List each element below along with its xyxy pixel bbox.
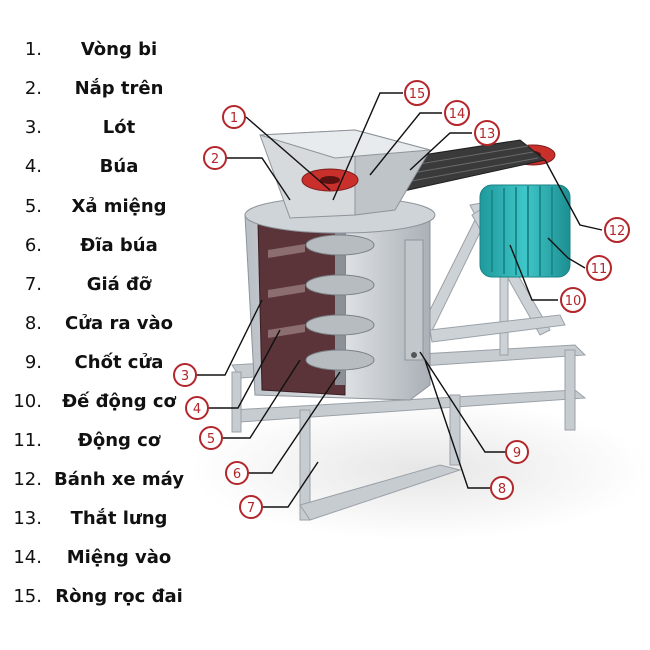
callout-5 bbox=[199, 426, 223, 450]
legend-number: 12. bbox=[13, 469, 42, 490]
callouts bbox=[173, 80, 630, 519]
callout-label-9: 9 bbox=[513, 446, 521, 461]
callout-13 bbox=[474, 120, 500, 146]
legend-number: 15. bbox=[13, 586, 42, 607]
legend-label: Cửa ra vào bbox=[65, 313, 173, 334]
callout-7 bbox=[239, 495, 263, 519]
legend-label: Đế động cơ bbox=[62, 391, 176, 412]
legend-item: 4. Búa bbox=[0, 154, 200, 180]
legend-number: 11. bbox=[13, 430, 42, 451]
callout-11 bbox=[586, 255, 612, 281]
legend-label: Động cơ bbox=[77, 430, 161, 451]
legend-number: 3. bbox=[24, 117, 42, 138]
callout-label-6: 6 bbox=[233, 467, 241, 482]
callout-12 bbox=[604, 217, 630, 243]
callout-6 bbox=[225, 461, 249, 485]
legend-number: 5. bbox=[24, 196, 42, 217]
legend-label: Chốt cửa bbox=[74, 352, 164, 373]
legend-number: 1. bbox=[24, 39, 42, 60]
legend-item: 13. Thắt lưng bbox=[0, 506, 200, 532]
legend-label: Giá đỡ bbox=[86, 274, 152, 295]
callout-1 bbox=[222, 105, 246, 129]
legend-item: 11. Động cơ bbox=[0, 428, 200, 454]
callout-14 bbox=[444, 100, 470, 126]
legend-item: 7. Giá đỡ bbox=[0, 272, 200, 298]
legend-number: 14. bbox=[13, 547, 42, 568]
callout-label-4: 4 bbox=[193, 402, 201, 417]
callout-4 bbox=[185, 396, 209, 420]
callout-2 bbox=[203, 146, 227, 170]
callout-label-14: 14 bbox=[449, 107, 466, 122]
callout-15 bbox=[404, 80, 430, 106]
legend-label: Xả miệng bbox=[71, 196, 167, 217]
legend-label: Đĩa búa bbox=[80, 235, 158, 256]
callout-label-10: 10 bbox=[565, 294, 582, 309]
callout-label-15: 15 bbox=[409, 87, 426, 102]
legend-item: 15. Ròng rọc đai bbox=[0, 584, 200, 610]
legend-label: Nắp trên bbox=[74, 78, 164, 99]
legend-item: 3. Lót bbox=[0, 115, 200, 141]
callout-label-7: 7 bbox=[247, 501, 255, 516]
legend-label: Lót bbox=[102, 117, 136, 138]
legend-item: 12. Bánh xe máy bbox=[0, 467, 200, 493]
callout-label-8: 8 bbox=[498, 482, 506, 497]
parts-legend: 1. Vòng bi 2. Nắp trên 3. Lót 4. Búa 5. Xả mi… bbox=[0, 0, 200, 650]
callout-label-2: 2 bbox=[211, 152, 219, 167]
callout-label-3: 3 bbox=[181, 369, 189, 384]
legend-label: Vòng bi bbox=[80, 39, 158, 60]
legend-item: 5. Xả miệng bbox=[0, 194, 200, 220]
legend-number: 7. bbox=[24, 274, 42, 295]
legend-item: 6. Đĩa búa bbox=[0, 233, 200, 259]
callout-9 bbox=[505, 440, 529, 464]
callout-labels: 1 2 3 4 5 6 7 8 9 10 11 12 13 14 15 bbox=[181, 87, 625, 516]
legend-label: Búa bbox=[99, 156, 139, 177]
callout-label-11: 11 bbox=[591, 262, 608, 277]
legend-label: Bánh xe máy bbox=[54, 469, 184, 490]
callout-label-5: 5 bbox=[207, 432, 215, 447]
callout-8 bbox=[490, 476, 514, 500]
legend-item: 10. Đế động cơ bbox=[0, 389, 200, 415]
callout-label-13: 13 bbox=[479, 127, 496, 142]
legend-item: 9. Chốt cửa bbox=[0, 350, 200, 376]
callout-label-12: 12 bbox=[609, 224, 626, 239]
legend-item: 8. Cửa ra vào bbox=[0, 311, 200, 337]
legend-number: 2. bbox=[24, 78, 42, 99]
legend-label: Thắt lưng bbox=[70, 508, 168, 529]
legend-number: 8. bbox=[24, 313, 42, 334]
legend-label: Ròng rọc đai bbox=[55, 586, 183, 607]
callout-label-1: 1 bbox=[230, 111, 238, 126]
legend-label: Miệng vào bbox=[66, 547, 172, 568]
legend-number: 13. bbox=[13, 508, 42, 529]
legend-number: 9. bbox=[24, 352, 42, 373]
callout-3 bbox=[173, 363, 197, 387]
legend-item: 14. Miệng vào bbox=[0, 545, 200, 571]
callout-10 bbox=[560, 287, 586, 313]
legend-item: 1. Vòng bi bbox=[0, 37, 200, 63]
legend-number: 6. bbox=[24, 235, 42, 256]
legend-item: 2. Nắp trên bbox=[0, 76, 200, 102]
legend-number: 4. bbox=[24, 156, 42, 177]
crusher-body bbox=[244, 214, 431, 401]
legend-number: 10. bbox=[13, 391, 42, 412]
leader-lines bbox=[196, 92, 603, 508]
